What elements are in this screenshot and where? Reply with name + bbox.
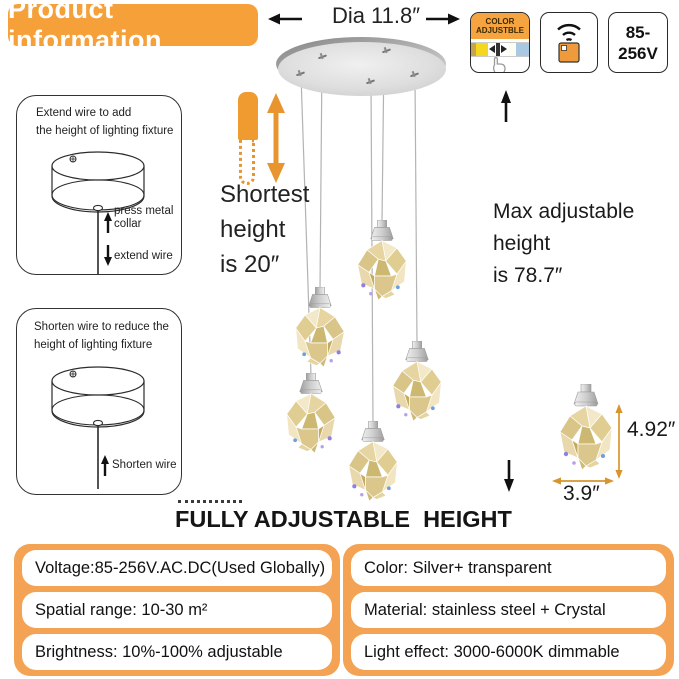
pendant-light-5 xyxy=(348,421,398,502)
lamp-height-label: 4.92″ xyxy=(627,418,676,441)
remote-control-badge xyxy=(540,12,598,73)
extend-wire-text-2: the height of lighting fixture xyxy=(36,125,174,137)
spec-spatial-range: Spatial range: 10-30 m² xyxy=(22,592,332,628)
up-down-arrow-icon xyxy=(267,93,285,183)
spec-voltage: Voltage:85-256V.AC.DC(Used Globally) xyxy=(22,550,332,586)
wire-length-indicator-icon xyxy=(238,92,258,140)
spec-color: Color: Silver+ transparent xyxy=(351,550,666,586)
extend-wire-label: extend wire xyxy=(114,250,173,262)
pendant-light-2 xyxy=(295,287,345,368)
fully-adjustable-heading: FULLY ADJUSTABLE HEIGHT xyxy=(175,506,512,532)
color-adjustable-header: COLOR ADJUSTBLE xyxy=(471,13,529,39)
hand-pointer-icon xyxy=(493,57,506,72)
extend-canopy-sketch xyxy=(51,151,145,274)
title-banner: Product information xyxy=(8,0,258,55)
page-title: Product information xyxy=(8,0,162,55)
spec-material: Material: stainless steel + Crystal xyxy=(351,592,666,628)
voltage-badge: 85- 256V xyxy=(608,12,668,73)
shorten-wire-label: Shorten wire xyxy=(112,459,177,471)
canopy-screws xyxy=(296,46,419,85)
ceiling-canopy xyxy=(276,37,446,96)
down-arrow-icon xyxy=(504,460,514,492)
pendant-light-1 xyxy=(357,220,407,301)
collar-label: collar xyxy=(114,218,142,230)
canopy-diameter-label: Dia 11.8″ xyxy=(331,3,421,28)
spec-brightness: Brightness: 10%-100% adjustable xyxy=(22,634,332,670)
shorten-wire-text-1: Shorten wire to reduce the xyxy=(34,321,169,333)
shorten-wire-text-2: height of lighting fixture xyxy=(34,339,153,351)
pendant-light-detail xyxy=(559,384,613,471)
wire-length-indicator-dots-icon xyxy=(239,139,255,185)
lamp-width-label: 3.9″ xyxy=(563,482,600,505)
color-slider-icon xyxy=(471,42,529,57)
pendant-light-4 xyxy=(286,373,336,454)
pendant-light-3 xyxy=(392,341,442,422)
shorten-canopy-sketch xyxy=(51,366,145,489)
spec-table-right: Color: Silver+ transparent Material: sta… xyxy=(343,544,674,676)
up-arrow-icon xyxy=(501,90,511,122)
wifi-remote-icon xyxy=(557,23,581,63)
max-height-text: Max adjustable height is 78.7″ xyxy=(493,200,635,287)
dotted-divider xyxy=(178,500,242,503)
shortest-height-text: Shortest height is 20″ xyxy=(220,181,310,278)
color-adjustable-badge: COLOR ADJUSTBLE xyxy=(470,12,530,73)
spec-table-left: Voltage:85-256V.AC.DC(Used Globally) Spa… xyxy=(14,544,340,676)
spec-light-effect: Light effect: 3000-6000K dimmable xyxy=(351,634,666,670)
hanging-wires xyxy=(300,52,418,424)
press-metal-label: press metal xyxy=(114,205,174,217)
dimension-lines xyxy=(552,404,623,485)
extend-wire-text-1: Extend wire to add xyxy=(36,107,132,119)
